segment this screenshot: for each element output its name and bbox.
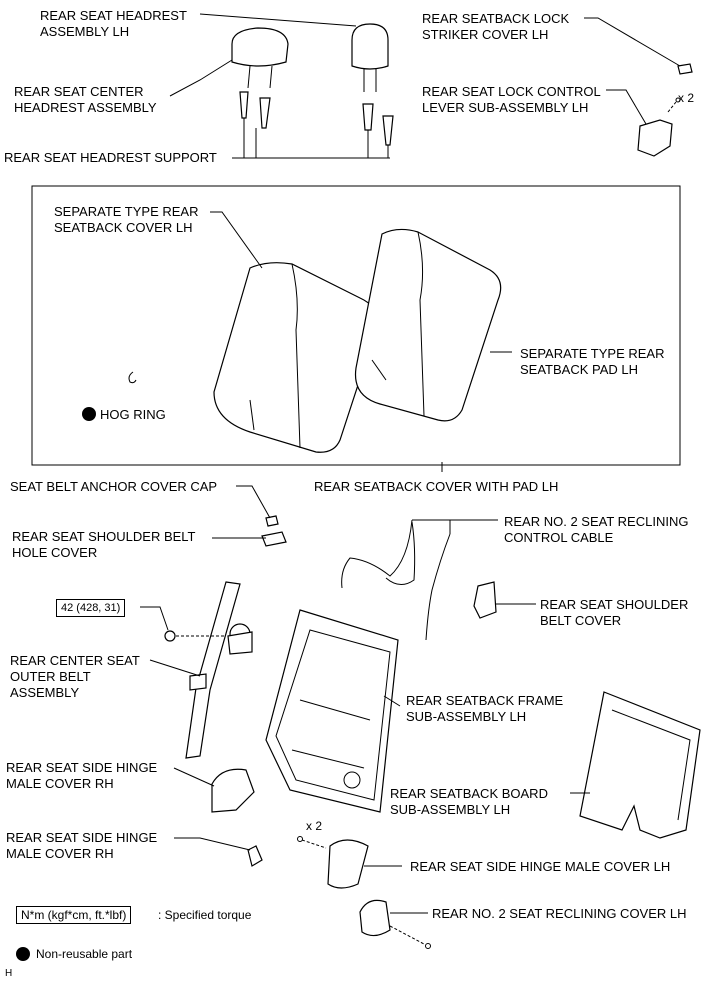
label-hog-ring: HOG RING bbox=[100, 407, 166, 422]
label-screw-count: x 2 bbox=[306, 819, 323, 833]
outer-belt-drawing bbox=[164, 581, 253, 759]
label-lever-count: x 2 bbox=[678, 91, 695, 105]
striker-cover-drawing bbox=[677, 63, 693, 75]
hinge-cover-lh-drawing bbox=[327, 839, 369, 889]
label-reclining-cover: REAR NO. 2 SEAT RECLINING COVER LH bbox=[432, 906, 687, 921]
label-headrest-support: REAR SEAT HEADREST SUPPORT bbox=[4, 150, 217, 165]
lock-lever-drawing bbox=[637, 97, 681, 157]
headrest-lh-drawing bbox=[351, 23, 389, 92]
label-anchor-cover-cap: SEAT BELT ANCHOR COVER CAP bbox=[10, 479, 218, 494]
legend-nonreusable: Non-reusable part bbox=[36, 947, 133, 961]
seatback-pad-drawing bbox=[354, 228, 502, 422]
leader-lines bbox=[140, 13, 681, 914]
frame-drawing bbox=[265, 609, 399, 813]
screw-drawing bbox=[301, 839, 327, 849]
nonreusable-dot-icon bbox=[82, 407, 96, 421]
legend-torque-desc: : Specified torque bbox=[158, 908, 252, 922]
legend-torque-unit: N*m (kgf*cm, ft.*lbf) bbox=[16, 906, 132, 924]
label-hinge-cover-lh: REAR SEAT SIDE HINGE MALE COVER LH bbox=[410, 859, 671, 874]
reclining-cable-drawing bbox=[341, 519, 451, 641]
shoulder-belt-cover-drawing bbox=[473, 581, 497, 619]
corner-mark: H bbox=[5, 968, 13, 979]
reclining-cover-drawing bbox=[359, 899, 431, 949]
hog-ring-drawing bbox=[128, 371, 137, 384]
seatback-cover-drawing bbox=[213, 262, 378, 453]
hinge-cover-rh-upper-drawing bbox=[211, 768, 255, 813]
center-headrest-drawing bbox=[231, 27, 289, 89]
hinge-cover-rh-lower-drawing bbox=[247, 845, 263, 867]
label-cover-with-pad: REAR SEATBACK COVER WITH PAD LH bbox=[314, 479, 559, 494]
hole-cover-drawing bbox=[261, 531, 287, 547]
headrest-supports-drawing bbox=[239, 91, 394, 146]
torque-value-box: 42 (428, 31) bbox=[56, 599, 126, 617]
legend-nonreusable-icon bbox=[16, 947, 30, 961]
anchor-cap-drawing bbox=[265, 515, 279, 527]
board-drawing bbox=[579, 691, 701, 839]
seatback-group-frame bbox=[31, 185, 681, 466]
